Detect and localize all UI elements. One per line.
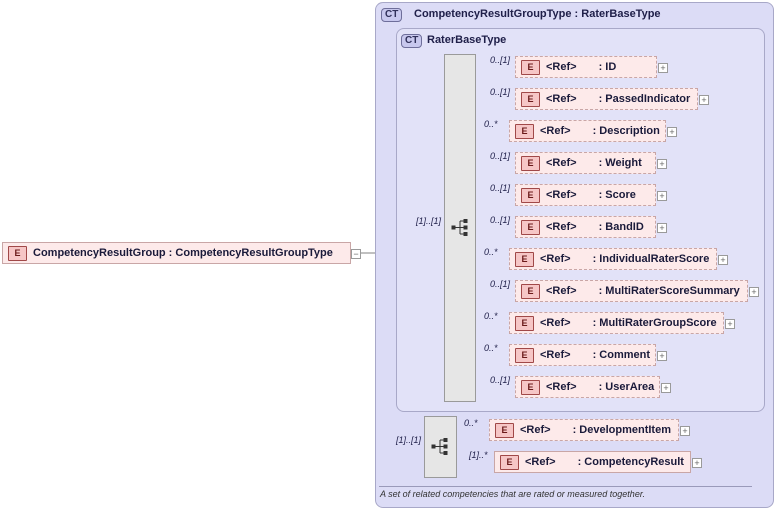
element-ref-competencyresult[interactable]: E <Ref> : CompetencyResult (494, 451, 691, 473)
element-ref-description[interactable]: E <Ref> : Description (509, 120, 666, 142)
element-cardinality: 0..[1] (490, 55, 511, 65)
element-cardinality: 0..* (484, 119, 498, 129)
element-name: : BandID (598, 221, 644, 233)
element-name: : Comment (592, 349, 651, 361)
sequence-icon (451, 219, 468, 236)
element-badge: E (500, 454, 519, 470)
plus-icon[interactable]: + (658, 63, 668, 73)
element-badge: E (515, 315, 534, 331)
plus-icon[interactable]: + (725, 319, 735, 329)
plus-icon[interactable]: + (667, 127, 677, 137)
element-name: : MultiRaterScoreSummary (598, 285, 740, 297)
element-name: : PassedIndicator (598, 93, 691, 105)
element-name: : ID (598, 61, 617, 73)
complex-type-title: CompetencyResultGroupType : RaterBaseTyp… (414, 8, 661, 20)
ref-label: <Ref> (546, 61, 577, 73)
element-cardinality: 0..[1] (490, 183, 511, 193)
element-ref-comment[interactable]: E <Ref> : Comment (509, 344, 656, 366)
element-ref-passedindicator[interactable]: E <Ref> : PassedIndicator (515, 88, 698, 110)
element-badge: E (8, 245, 27, 261)
plus-icon[interactable]: + (657, 223, 667, 233)
element-badge: E (521, 59, 540, 75)
plus-icon[interactable]: + (657, 159, 667, 169)
ref-label: <Ref> (540, 317, 571, 329)
element-name: : Description (592, 125, 660, 137)
element-cardinality: 0..[1] (490, 279, 511, 289)
element-name: : CompetencyResult (577, 456, 684, 468)
element-ref-id[interactable]: E <Ref> : ID (515, 56, 657, 78)
root-element-label: CompetencyResultGroup : CompetencyResult… (33, 247, 333, 259)
ref-label: <Ref> (540, 125, 571, 137)
plus-icon[interactable]: + (661, 383, 671, 393)
element-badge: E (521, 155, 540, 171)
complex-type-badge: CT (401, 34, 423, 48)
element-badge: E (521, 187, 540, 203)
minus-icon[interactable]: − (351, 249, 361, 259)
element-badge: E (521, 283, 540, 299)
root-element-competency-result-group[interactable]: E CompetencyResultGroup : CompetencyResu… (2, 242, 351, 264)
element-ref-score[interactable]: E <Ref> : Score (515, 184, 656, 206)
element-badge: E (515, 347, 534, 363)
element-badge: E (515, 123, 534, 139)
plus-icon[interactable]: + (749, 287, 759, 297)
element-ref-developmentitem[interactable]: E <Ref> : DevelopmentItem (489, 419, 679, 441)
complex-type-title: RaterBaseType (427, 34, 507, 46)
sequence-cardinality: [1]..[1] (416, 216, 442, 226)
element-ref-bandid[interactable]: E <Ref> : BandID (515, 216, 656, 238)
element-cardinality: [1]..* (469, 450, 488, 460)
ref-label: <Ref> (546, 93, 577, 105)
element-cardinality: 0..[1] (490, 87, 511, 97)
plus-icon[interactable]: + (718, 255, 728, 265)
ref-label: <Ref> (546, 285, 577, 297)
element-ref-multiratergroupscore[interactable]: E <Ref> : MultiRaterGroupScore (509, 312, 724, 334)
plus-icon[interactable]: + (680, 426, 690, 436)
plus-icon[interactable]: + (657, 351, 667, 361)
sequence-compositor[interactable] (444, 54, 476, 402)
ref-label: <Ref> (546, 381, 577, 393)
sequence-cardinality: [1]..[1] (396, 435, 422, 445)
element-badge: E (521, 219, 540, 235)
ref-label: <Ref> (546, 221, 577, 233)
element-badge: E (515, 251, 534, 267)
element-ref-individualraterscore[interactable]: E <Ref> : IndividualRaterScore (509, 248, 717, 270)
element-ref-userarea[interactable]: E <Ref> : UserArea (515, 376, 660, 398)
element-name: : UserArea (598, 381, 655, 393)
element-cardinality: 0..* (484, 311, 498, 321)
ref-label: <Ref> (546, 189, 577, 201)
ref-label: <Ref> (540, 349, 571, 361)
element-name: : IndividualRaterScore (592, 253, 710, 265)
element-badge: E (495, 422, 514, 438)
element-name: : Weight (598, 157, 642, 169)
divider (379, 486, 752, 487)
ref-label: <Ref> (540, 253, 571, 265)
element-badge: E (521, 91, 540, 107)
ref-label: <Ref> (546, 157, 577, 169)
element-name: : Score (598, 189, 636, 201)
sequence-compositor[interactable] (424, 416, 457, 478)
element-ref-multiraterscoresummary[interactable]: E <Ref> : MultiRaterScoreSummary (515, 280, 748, 302)
plus-icon[interactable]: + (657, 191, 667, 201)
element-cardinality: 0..[1] (490, 375, 511, 385)
element-name: : MultiRaterGroupScore (592, 317, 717, 329)
element-ref-weight[interactable]: E <Ref> : Weight (515, 152, 656, 174)
ref-label: <Ref> (520, 424, 551, 436)
element-cardinality: 0..* (464, 418, 478, 428)
element-cardinality: 0..[1] (490, 215, 511, 225)
element-cardinality: 0..* (484, 343, 498, 353)
element-badge: E (521, 379, 540, 395)
element-cardinality: 0..[1] (490, 151, 511, 161)
element-name: : DevelopmentItem (572, 424, 671, 436)
type-description: A set of related competencies that are r… (380, 489, 645, 499)
complex-type-badge: CT (381, 8, 403, 22)
sequence-icon (431, 438, 448, 455)
ref-label: <Ref> (525, 456, 556, 468)
element-cardinality: 0..* (484, 247, 498, 257)
plus-icon[interactable]: + (692, 458, 702, 468)
plus-icon[interactable]: + (699, 95, 709, 105)
